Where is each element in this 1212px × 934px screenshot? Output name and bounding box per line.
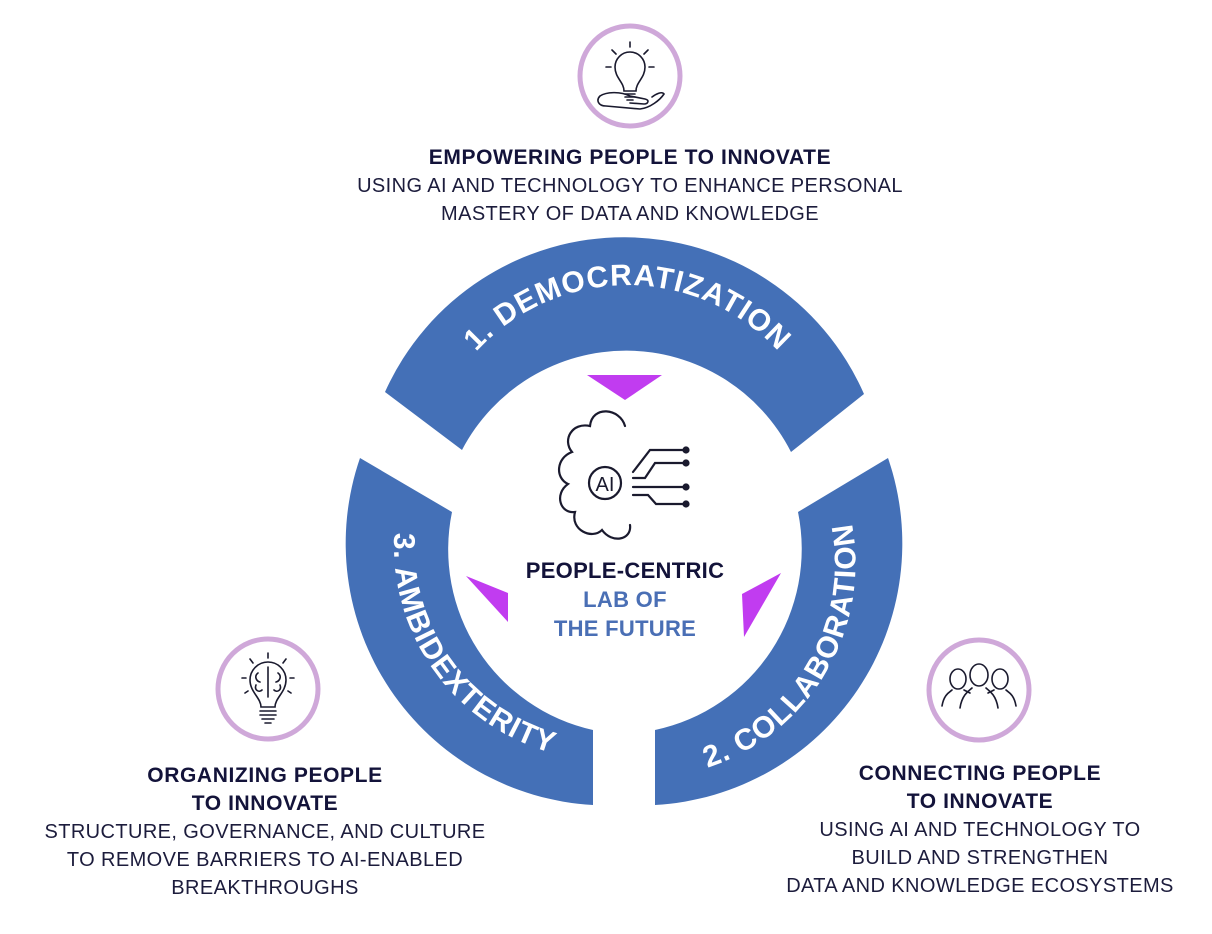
lightbulb-brain-icon: [215, 636, 321, 742]
pillar-top-title: EMPOWERING PEOPLE TO INNOVATE: [428, 146, 832, 169]
pillar-right: CONNECTING PEOPLE TO INNOVATE USING AI A…: [760, 760, 1200, 900]
pillar-left-title-2: TO INNOVATE: [191, 792, 339, 815]
arrow-right: [742, 573, 781, 637]
segment-collaboration: [655, 458, 903, 805]
center-subtitle-1: LAB OF: [583, 587, 667, 612]
segment-democratization: [385, 237, 864, 452]
pillar-top: EMPOWERING PEOPLE TO INNOVATE USING AI A…: [280, 144, 980, 228]
arrow-left: [466, 576, 508, 622]
people-group-icon: [926, 637, 1032, 743]
pillar-top-line-2: MASTERY OF DATA AND KNOWLEDGE: [441, 203, 819, 225]
arrow-top: [587, 375, 662, 400]
pillar-left: ORGANIZING PEOPLE TO INNOVATE STRUCTURE,…: [15, 762, 515, 902]
center-title: PEOPLE-CENTRIC: [525, 558, 725, 583]
pillar-right-line-1: USING AI AND TECHNOLOGY TO: [819, 819, 1141, 841]
center-subtitle-2: THE FUTURE: [553, 616, 697, 641]
center-label: PEOPLE-CENTRIC LAB OF THE FUTURE: [505, 556, 745, 643]
lightbulb-in-hand-icon: [577, 23, 683, 129]
pillar-right-title-1: CONNECTING PEOPLE: [858, 762, 1102, 785]
ai-brain-circuit-icon: [558, 410, 690, 540]
pillar-right-title-2: TO INNOVATE: [906, 790, 1054, 813]
pillar-top-line-1: USING AI AND TECHNOLOGY TO ENHANCE PERSO…: [357, 175, 903, 197]
pillar-left-title-1: ORGANIZING PEOPLE: [147, 764, 383, 787]
pillar-left-line-2: TO REMOVE BARRIERS TO AI-ENABLED: [66, 849, 464, 871]
segment-ambidexterity: [345, 458, 593, 805]
ai-icon-text: AI: [596, 474, 615, 496]
pillar-left-line-3: BREAKTHROUGHS: [171, 877, 359, 899]
pillar-right-line-2: BUILD AND STRENGTHEN: [851, 847, 1109, 869]
pillar-left-line-1: STRUCTURE, GOVERNANCE, AND CULTURE: [44, 821, 486, 843]
pillar-right-line-3: DATA AND KNOWLEDGE ECOSYSTEMS: [786, 875, 1174, 897]
